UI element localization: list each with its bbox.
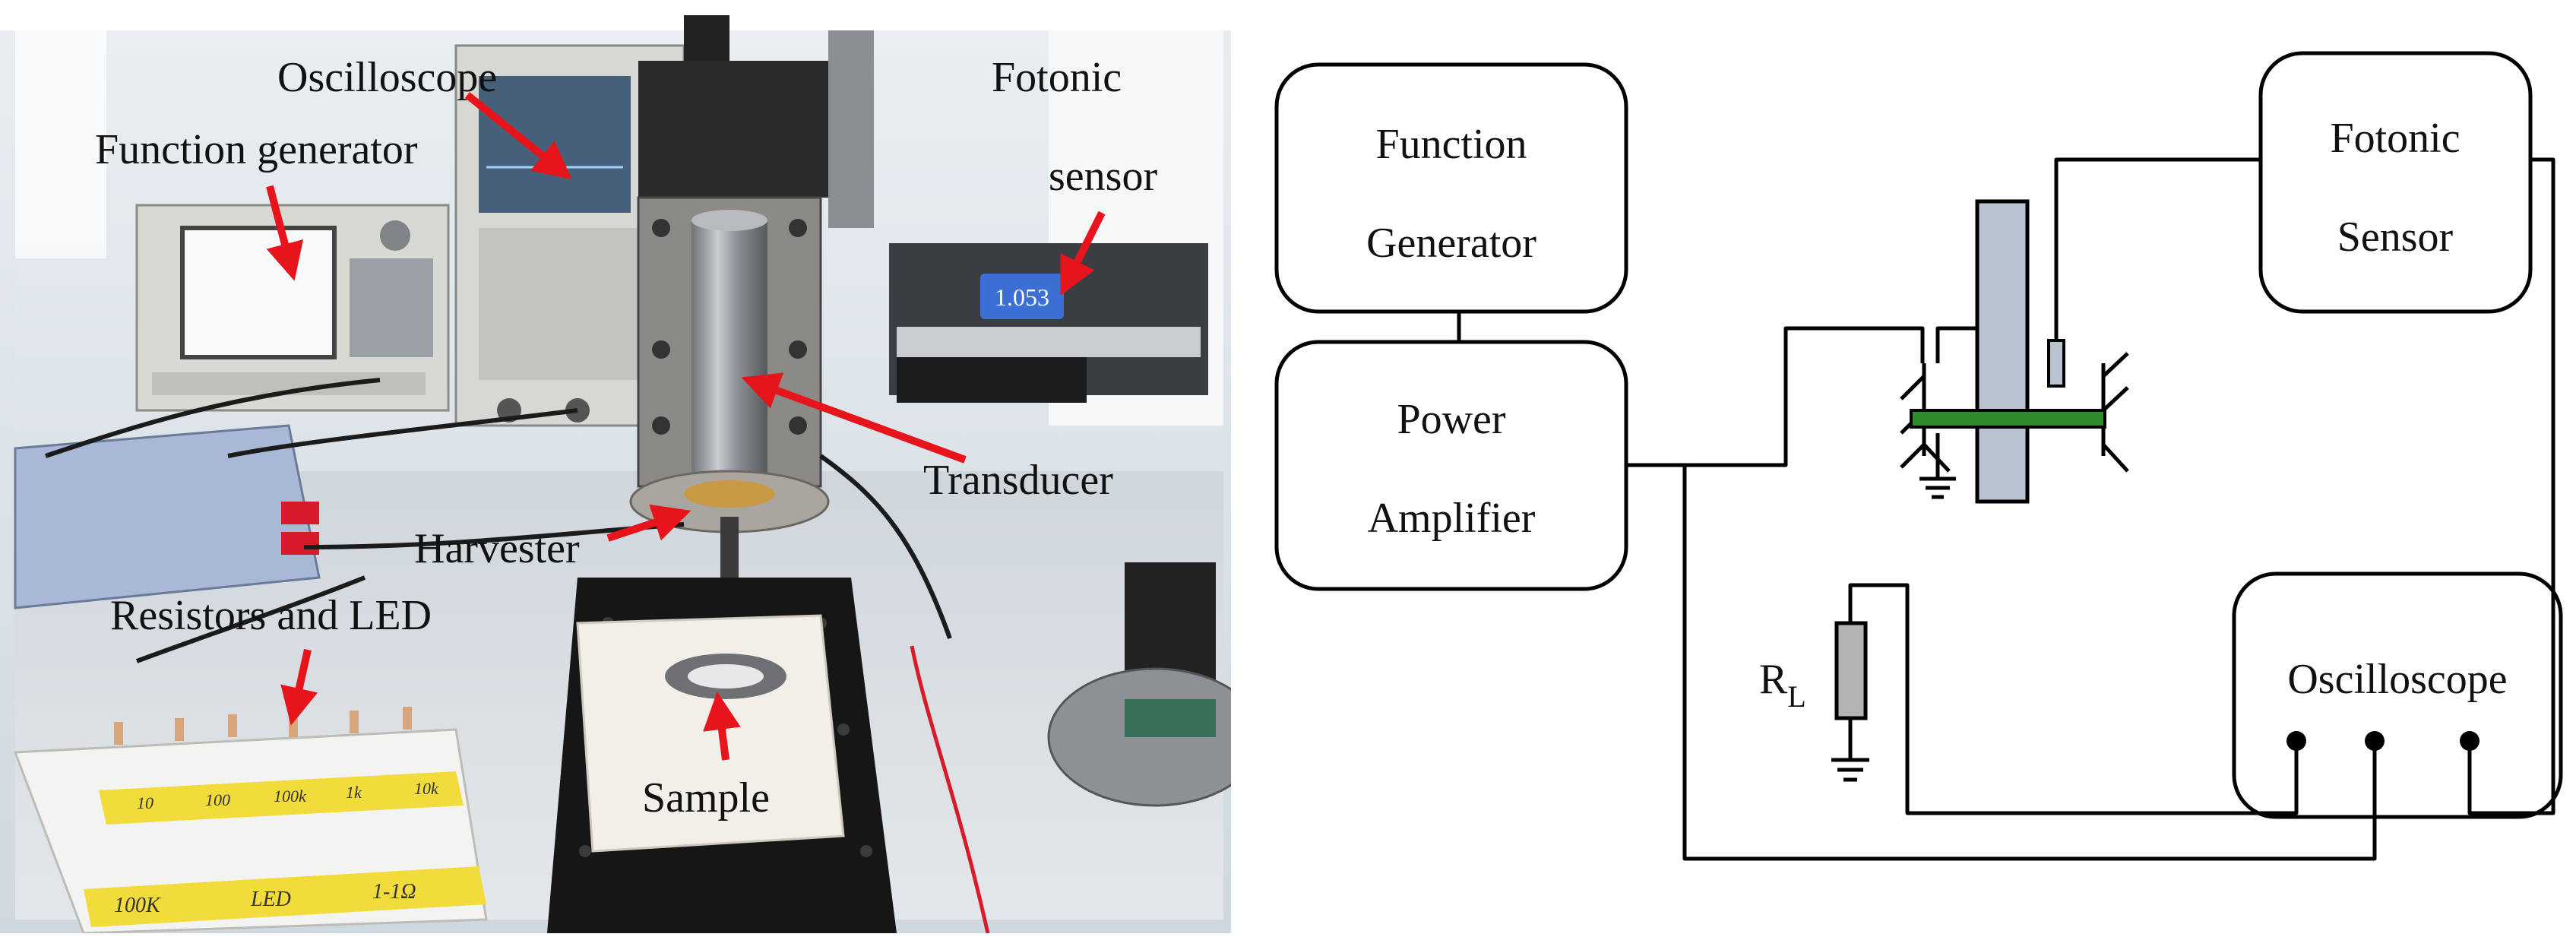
label-function: Function [1375, 121, 1527, 168]
scope-terminal-2 [2365, 731, 2385, 751]
function-generator-block [1274, 62, 1628, 314]
label-fotonic-line1: Fotonic [992, 54, 1122, 101]
photo-panel: 1.053 [0, 0, 1263, 935]
harvester-disc [684, 480, 775, 508]
label-transducer: Transducer [923, 457, 1113, 504]
fotonic-sensor-block [2258, 51, 2533, 314]
stone-base [576, 614, 845, 853]
arrow-resistors-led [280, 648, 318, 726]
label-sensor: Sensor [2337, 214, 2454, 261]
fotonic-sensor-device: 1.053 [889, 243, 1208, 403]
label-oscilloscope-block: Oscilloscope [2287, 656, 2507, 703]
sensor-display-value: 1.053 [995, 283, 1049, 311]
breadboard-mark: LED [250, 888, 291, 911]
breadboard-mark: 1k [346, 783, 362, 802]
transducer-rod [1975, 199, 2030, 504]
arrow-transducer [741, 372, 967, 464]
arrow-fotonic-sensor [1060, 211, 1106, 296]
oscilloscope-block [2232, 571, 2563, 819]
transducer-stand [629, 15, 874, 631]
transducer-body [691, 220, 767, 494]
label-amplifier: Amplifier [1368, 495, 1536, 542]
function-generator-device [135, 204, 450, 412]
photo-illustration: 1.053 [0, 0, 1263, 935]
wire-sensor-probe [2054, 157, 2261, 340]
breadboard-mark: 10k [414, 779, 439, 798]
breadboard-mark: 1-1Ω [372, 880, 416, 904]
label-power: Power [1397, 396, 1505, 443]
breadboard-mark: 100 [205, 790, 230, 809]
red-arrows [266, 92, 1106, 761]
arrow-function-generator [266, 185, 304, 281]
circuit-schematic: Function Generator Power Amplifier Foton… [1274, 51, 2563, 861]
label-fotonic-line2: sensor [1049, 153, 1157, 200]
harvester-plate [1910, 409, 2106, 429]
label-oscilloscope: Oscilloscope [277, 54, 497, 101]
scope-terminal-1 [2286, 731, 2306, 751]
breadboard-mark: 100K [114, 894, 161, 917]
arrow-sample [703, 692, 741, 761]
label-fotonic: Fotonic [2330, 115, 2460, 162]
wire-pa-scope-ch2 [1682, 465, 2377, 861]
resistor-label: RL [1759, 656, 1806, 714]
breadboard-mark: 10 [137, 793, 153, 812]
scope-terminal-3 [2460, 731, 2479, 751]
blue-box [14, 424, 321, 609]
label-harvester: Harvester [414, 525, 580, 572]
sensor-probe [2047, 339, 2065, 388]
load-resistor [1834, 621, 1868, 720]
power-amplifier-block [1274, 340, 1628, 591]
breadboard: 10 100 100k 1k 10k 100K LED 1-1Ω [13, 707, 488, 935]
label-sample: Sample [642, 774, 770, 821]
schematic-panel: Function Generator Power Amplifier Foton… [1261, 0, 2576, 933]
wire-resistor-scope-ch1 [1848, 583, 2299, 815]
wire-pa-ground [1626, 326, 1925, 467]
reel-stand [1047, 562, 1263, 807]
label-function-generator: Function generator [95, 126, 418, 173]
wire-sensor-scope-ch3 [2467, 157, 2555, 815]
label-generator: Generator [1366, 220, 1536, 267]
label-resistors-led: Resistors and LED [110, 592, 432, 639]
arrow-harvester [606, 504, 691, 542]
arrow-oscilloscope [464, 92, 572, 180]
breadboard-mark: 100k [274, 787, 307, 806]
